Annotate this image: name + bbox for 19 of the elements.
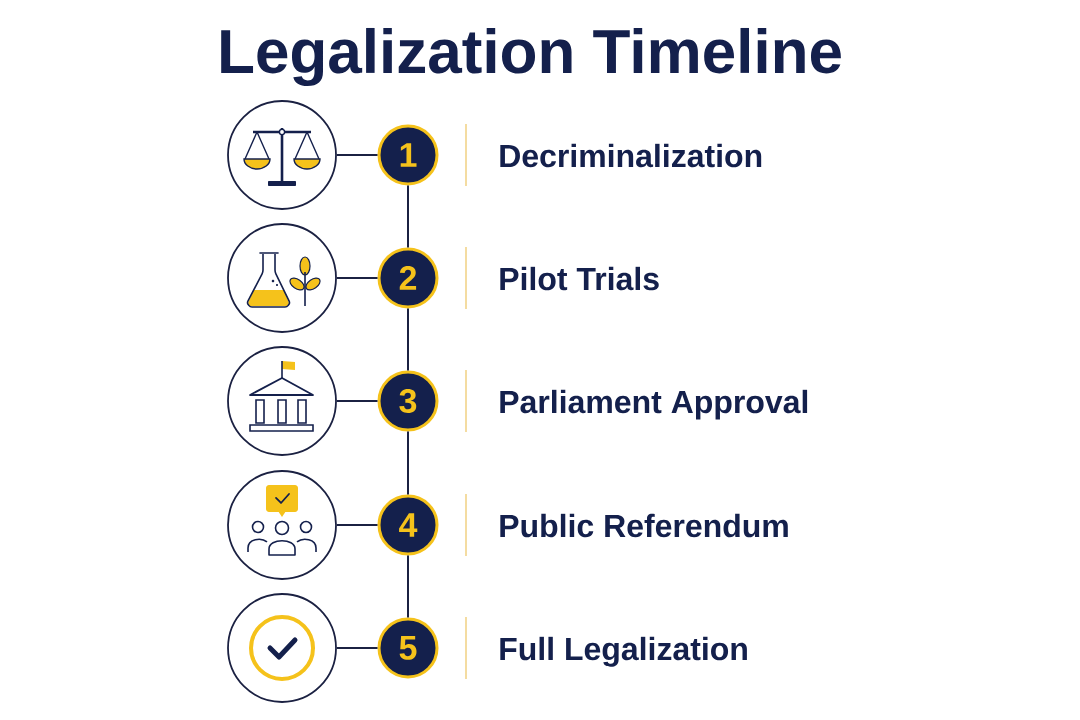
step-label: Full Legalization xyxy=(500,636,747,667)
connector-line xyxy=(407,307,409,372)
step-label: Decriminalization xyxy=(500,143,762,168)
step-label: Parliament Approval xyxy=(500,389,808,420)
connector-line xyxy=(407,554,409,619)
connector-line xyxy=(335,524,379,526)
connector-line xyxy=(335,154,379,156)
connector-line xyxy=(335,647,379,649)
title: Legalization Timeline xyxy=(221,27,841,87)
step-label: Public Referendum xyxy=(500,513,788,538)
icon-circle xyxy=(227,593,337,703)
connector-line xyxy=(335,400,379,402)
connector-line xyxy=(407,184,409,249)
connector-line xyxy=(407,430,409,496)
icon-circle xyxy=(227,470,337,580)
connector-line xyxy=(335,277,379,279)
step-label: Pilot Trials xyxy=(500,266,659,291)
icon-circle xyxy=(227,100,337,210)
icon-circle xyxy=(227,346,337,456)
